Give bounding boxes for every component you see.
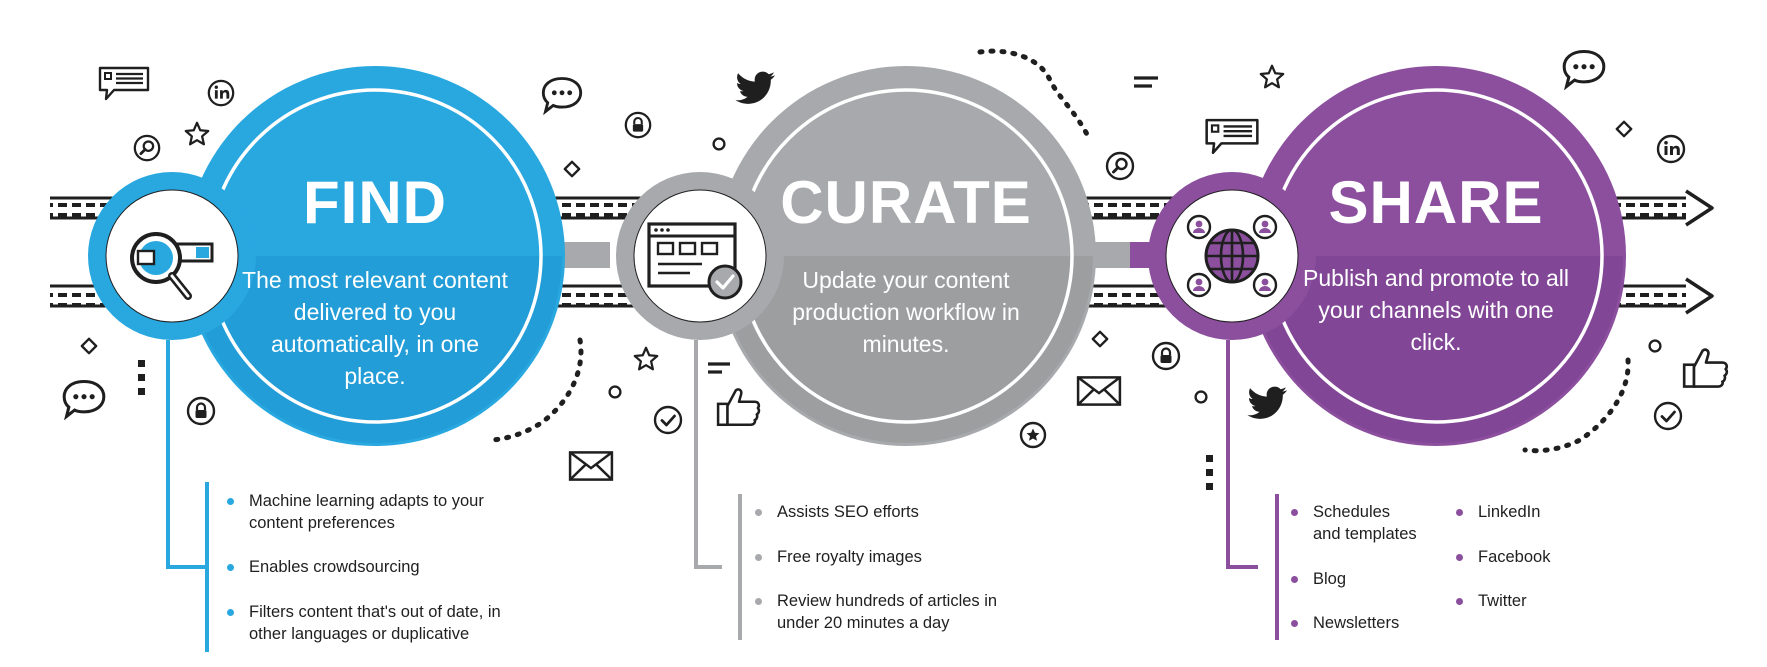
find-curate-connector [560,242,610,268]
find-title: FIND [303,169,447,236]
find-description: The most relevant content delivered to y… [242,267,508,389]
list-item: Facebook [1456,546,1550,568]
chat-bubble-icon [62,379,106,419]
lock-icon [1151,341,1181,371]
dash-marks [708,76,1158,374]
twitter-bird-icon [735,71,775,104]
list-item: Free royalty images [755,546,922,568]
diamond-icon [563,160,581,178]
circle-icon [1648,339,1662,353]
globe-network-icon [1186,214,1278,298]
circle-icon [608,385,622,399]
checkmark-icon [1653,401,1683,431]
checkmark-icon [653,405,683,435]
list-item: Newsletters [1291,612,1399,634]
list-item: Assists SEO efforts [755,501,919,523]
curate-bullet-list: Assists SEO efforts Free royalty images … [755,501,1085,651]
share-bullet-list-col2: LinkedIn Facebook Twitter [1456,501,1596,621]
chat-bubble-icon [1562,49,1606,89]
share-title: SHARE [1328,169,1544,236]
search-icon [133,134,161,162]
find-bullet-list: Machine learning adapts to your content … [227,490,557,660]
star-circle-icon [1019,421,1047,449]
envelope-icon [568,451,614,481]
twitter-bird-icon [1247,386,1287,419]
dotted-squiggle-right [1522,357,1631,454]
circle-icon [1194,390,1208,404]
browser-checkmark-icon [647,222,743,300]
find-stage [88,66,565,652]
message-board-icon [1205,118,1259,155]
list-item: Twitter [1456,590,1527,612]
star-icon [1259,64,1285,89]
message-board-icon [98,66,150,101]
search-bar-magnifier-icon [130,232,214,300]
share-bullet-list-col1: Schedules and templates Blog Newsletters [1291,501,1451,651]
lock-icon [624,111,652,139]
list-item: LinkedIn [1456,501,1540,523]
list-item: Review hundreds of articles in under 20 … [755,590,997,634]
search-icon [1105,151,1135,181]
list-item: Enables crowdsourcing [227,556,420,578]
curate-stage [616,66,1096,640]
list-item: Filters content that's out of date, in o… [227,601,501,645]
list-item: Machine learning adapts to your content … [227,490,484,534]
list-item: Schedules and templates [1291,501,1417,545]
upper-arrow-head [1685,189,1714,227]
curate-description: Update your content production workflow … [792,267,1020,357]
lower-arrow-head [1685,277,1714,315]
thumbs-up-icon [1682,348,1729,388]
circle-icon [712,137,726,151]
star-icon [633,346,659,371]
thumbs-up-icon [716,388,761,427]
diamond-icon [80,337,98,355]
linkedin-icon [1656,134,1686,164]
dotted-squiggle-left [487,337,584,443]
vertical-dots [138,360,1213,490]
share-stage [1148,66,1626,640]
envelope-icon [1076,376,1122,406]
share-description: Publish and promote to all your channels… [1303,265,1569,355]
chat-bubble-icon [541,77,583,113]
linkedin-icon [207,79,235,107]
list-item: Blog [1291,568,1346,590]
diamond-icon [1091,330,1109,348]
dotted-squiggle-top [977,48,1093,143]
curate-title: CURATE [780,169,1032,236]
star-icon [184,121,210,146]
diamond-icon [1615,120,1633,138]
lock-icon [186,396,216,426]
